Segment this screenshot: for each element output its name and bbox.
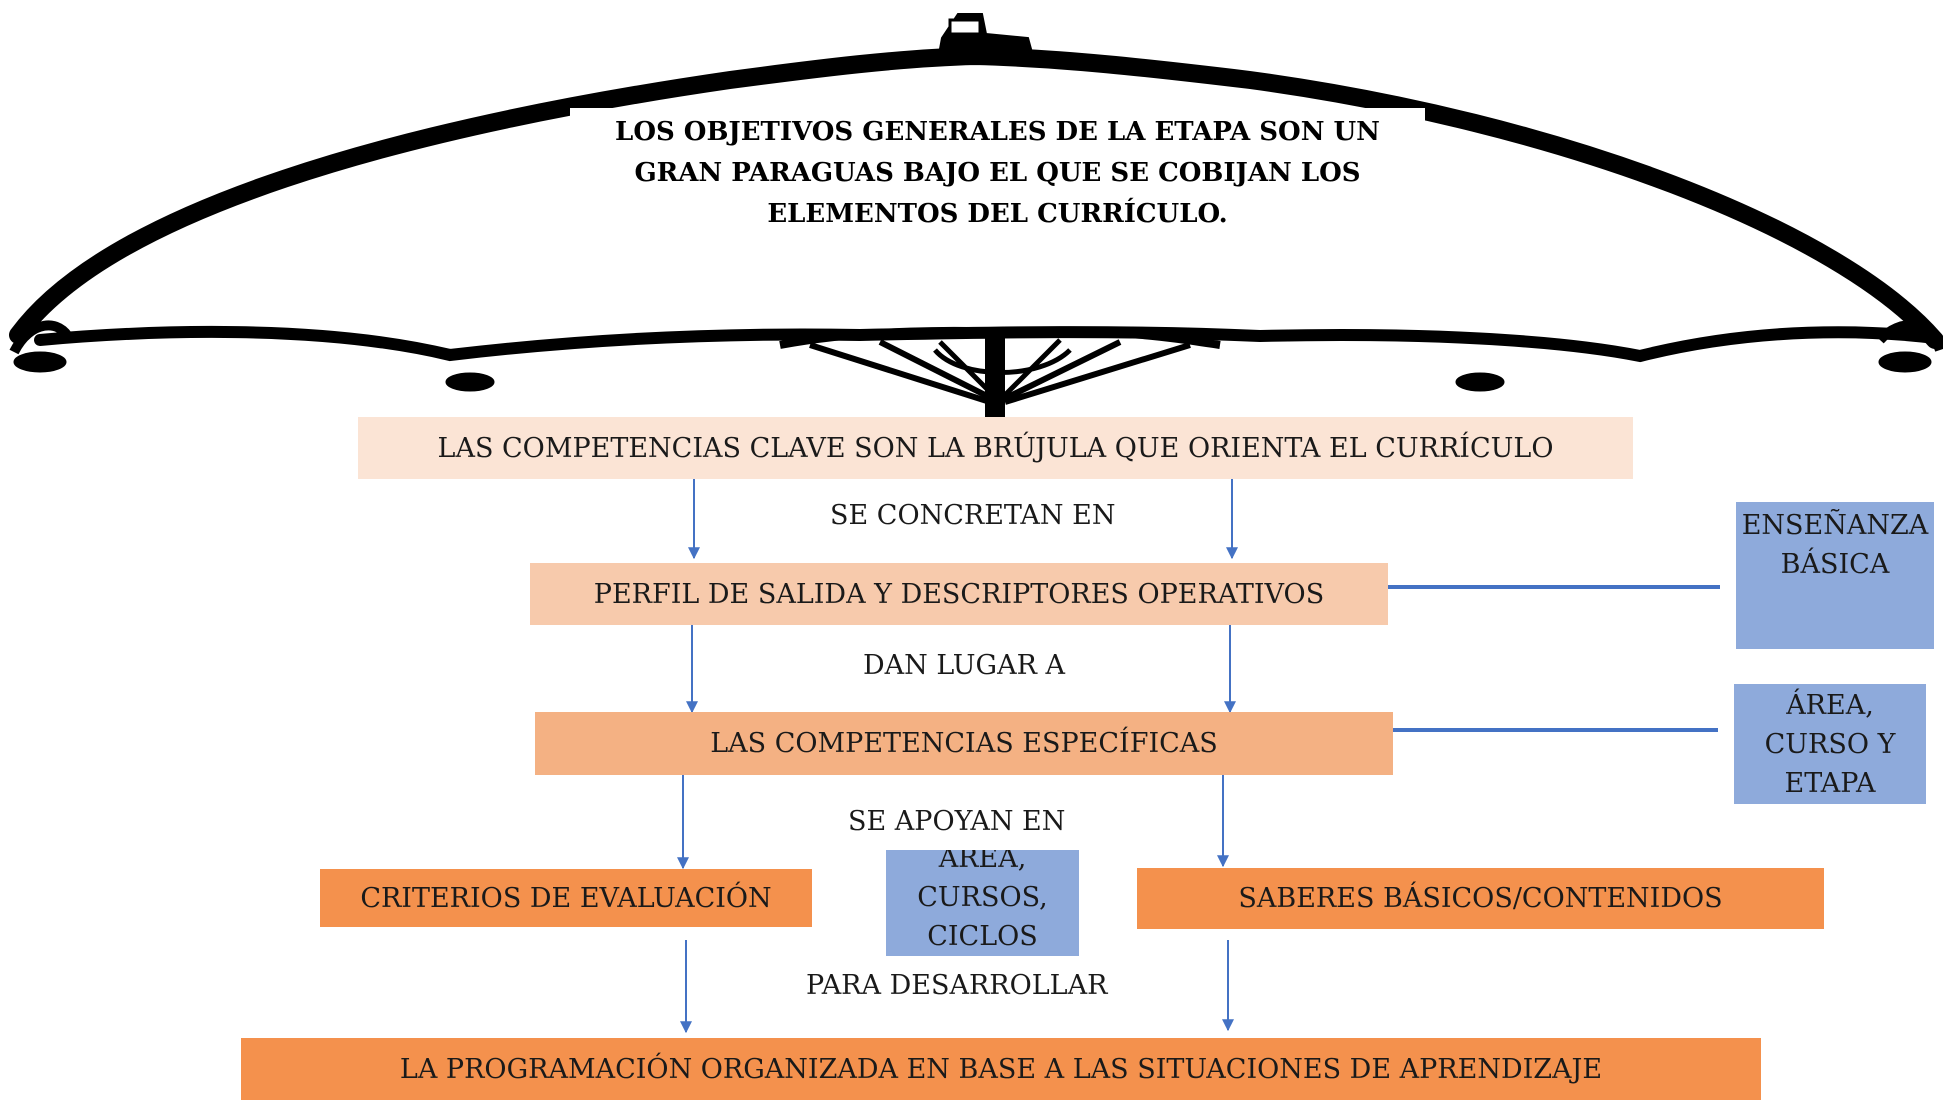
- ensenanza-basica-box: ENSEÑANZA BÁSICA: [1736, 502, 1934, 649]
- connector-se-concretan: SE CONCRETAN EN: [830, 500, 1116, 531]
- umbrella-tip: [13, 351, 67, 373]
- saberes-basicos-box: SABERES BÁSICOS/CONTENIDOS: [1137, 868, 1824, 929]
- umbrella-ribs: [779, 326, 1221, 349]
- umbrella-shaft: [985, 338, 1005, 420]
- programacion-box: LA PROGRAMACIÓN ORGANIZADA EN BASE A LAS…: [241, 1038, 1761, 1100]
- area-curso-etapa-box: ÁREA, CURSO Y ETAPA: [1734, 684, 1926, 804]
- connector-dan-lugar: DAN LUGAR A: [863, 650, 1066, 681]
- umbrella-tip: [445, 372, 495, 392]
- umbrella-canopy: [9, 46, 1943, 349]
- diagram-title: LOS OBJETIVOS GENERALES DE LA ETAPA SON …: [570, 108, 1425, 235]
- connector-se-apoyan: SE APOYAN EN: [848, 806, 1066, 837]
- competencias-especificas-box: LAS COMPETENCIAS ESPECÍFICAS: [535, 712, 1393, 775]
- connector-para-desarrollar: PARA DESARROLLAR: [806, 970, 1108, 1001]
- criterios-evaluacion-box: CRITERIOS DE EVALUACIÓN: [320, 869, 812, 927]
- perfil-salida-box: PERFIL DE SALIDA Y DESCRIPTORES OPERATIV…: [530, 563, 1388, 625]
- umbrella-knob-ring: [948, 18, 982, 36]
- competencias-clave-box: LAS COMPETENCIAS CLAVE SON LA BRÚJULA QU…: [358, 417, 1633, 479]
- area-cursos-ciclos-box: ÁREA, CURSOS, CICLOS: [886, 850, 1079, 956]
- umbrella-tip: [1878, 351, 1932, 373]
- umbrella-tip: [1455, 372, 1505, 392]
